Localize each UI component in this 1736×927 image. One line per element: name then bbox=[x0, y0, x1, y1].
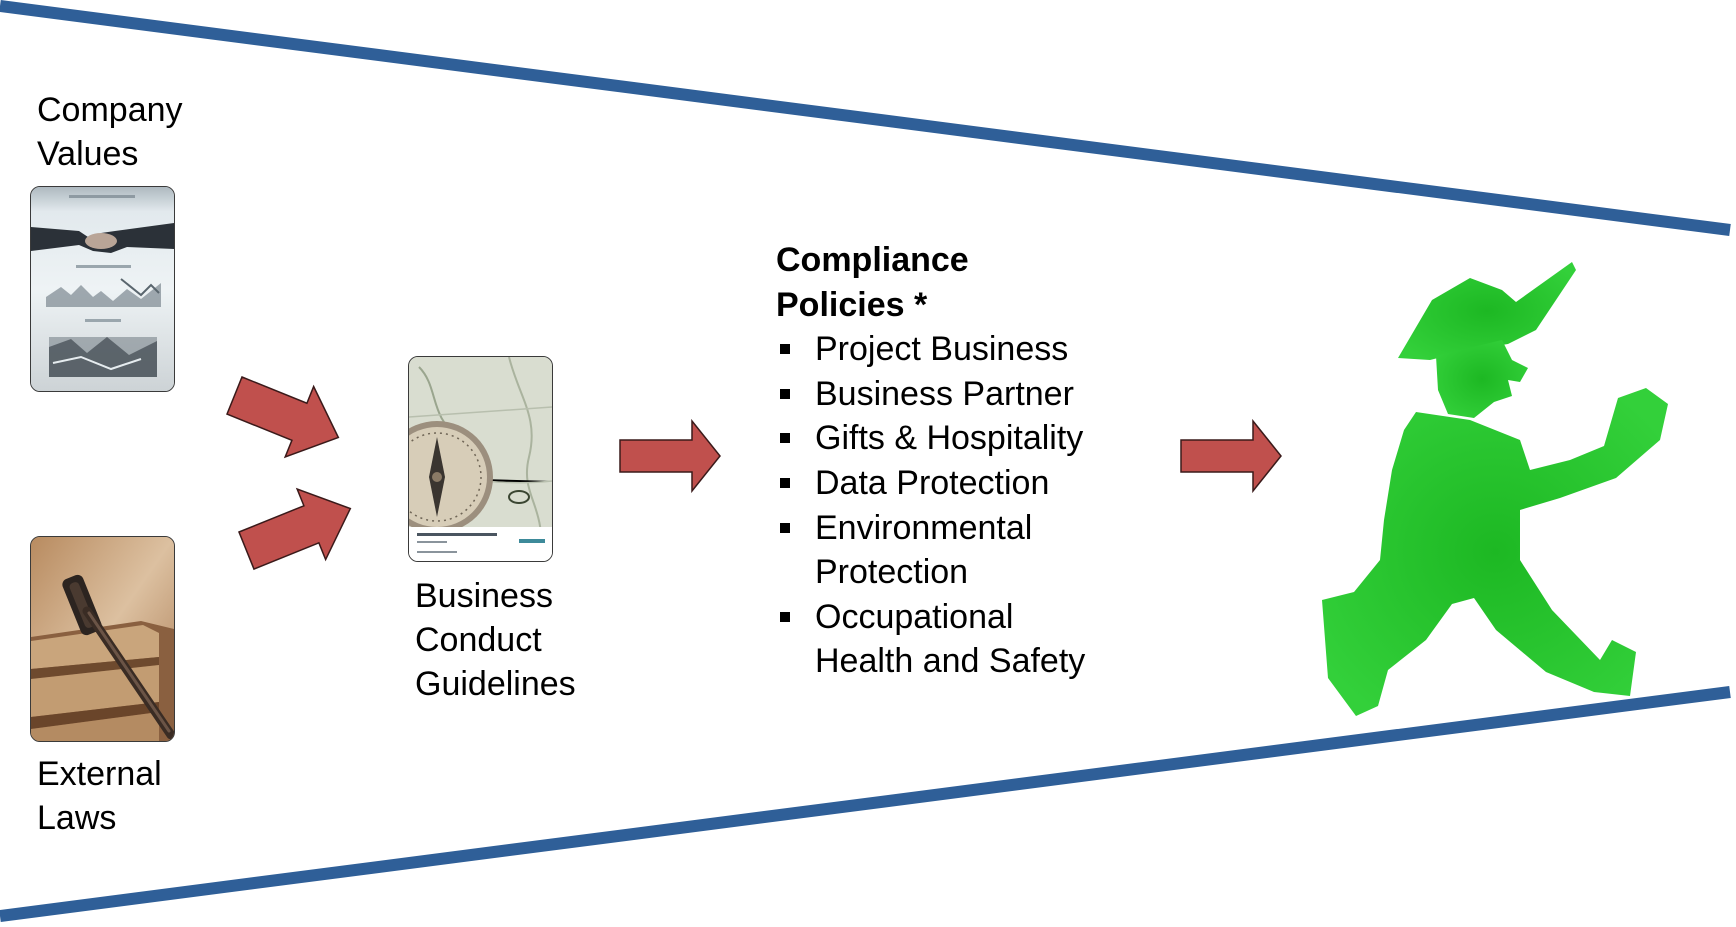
business-conduct-label: Business Conduct Guidelines bbox=[415, 574, 576, 706]
policy-item-line: Protection bbox=[815, 553, 969, 592]
policy-item-line: Health and Safety bbox=[815, 642, 1086, 681]
compliance-heading-line-1: Compliance bbox=[776, 241, 969, 279]
walker-head bbox=[1436, 340, 1528, 418]
square-bullet-icon bbox=[780, 433, 790, 444]
policy-item-line: Gifts & Hospitality bbox=[815, 419, 1084, 458]
business-conduct-image bbox=[408, 356, 553, 562]
policy-item: Business Partner bbox=[776, 372, 1085, 417]
walker-body bbox=[1322, 388, 1668, 716]
policy-item-line: Project Business bbox=[815, 330, 1069, 369]
square-bullet-icon bbox=[780, 611, 790, 622]
square-bullet-icon bbox=[780, 477, 790, 488]
external-laws-image bbox=[30, 536, 175, 742]
external-laws-line-1: External bbox=[37, 755, 162, 793]
arrow-guidelines-to-policies bbox=[619, 418, 721, 494]
compliance-policies: Compliance Policies * Project Business B… bbox=[776, 238, 1085, 684]
arrow-laws-to-guidelines bbox=[238, 487, 352, 571]
handshake-icon bbox=[31, 187, 174, 391]
business-conduct-line-2: Conduct bbox=[415, 621, 542, 659]
business-conduct-line-1: Business bbox=[415, 577, 553, 615]
company-values-line-2: Values bbox=[37, 135, 139, 173]
square-bullet-icon bbox=[780, 344, 790, 355]
policy-item-line: Occupational bbox=[815, 597, 1014, 636]
compliance-policies-heading: Compliance Policies * bbox=[776, 238, 1085, 327]
policy-item: Data Protection bbox=[776, 461, 1085, 506]
walker-hat bbox=[1398, 262, 1576, 360]
company-values-line-1: Company bbox=[37, 91, 183, 129]
policy-item: Occupational Health and Safety bbox=[776, 595, 1085, 684]
funnel-bottom-line bbox=[0, 686, 1731, 922]
compliance-heading-line-2: Policies * bbox=[776, 285, 928, 324]
arrow-policies-to-walker bbox=[1180, 418, 1282, 494]
policy-item-line: Environmental bbox=[815, 508, 1033, 547]
company-values-image bbox=[30, 186, 175, 392]
compass-icon bbox=[409, 357, 552, 561]
policy-list: Project Business Business Partner Gifts … bbox=[776, 327, 1085, 684]
business-conduct-line-3: Guidelines bbox=[415, 665, 576, 703]
policy-item-line: Business Partner bbox=[815, 374, 1074, 413]
company-values-label: Company Values bbox=[37, 88, 183, 176]
policy-item: Gifts & Hospitality bbox=[776, 416, 1085, 461]
policy-item: Project Business bbox=[776, 327, 1085, 372]
policy-item-line: Data Protection bbox=[815, 463, 1050, 502]
arrow-company-to-guidelines bbox=[226, 376, 340, 459]
policy-item: Environmental Protection bbox=[776, 506, 1085, 595]
square-bullet-icon bbox=[780, 388, 790, 399]
square-bullet-icon bbox=[780, 522, 790, 533]
funnel-top-line bbox=[0, 0, 1731, 236]
external-laws-line-2: Laws bbox=[37, 799, 117, 837]
gavel-icon bbox=[31, 537, 174, 741]
external-laws-label: External Laws bbox=[37, 752, 162, 840]
